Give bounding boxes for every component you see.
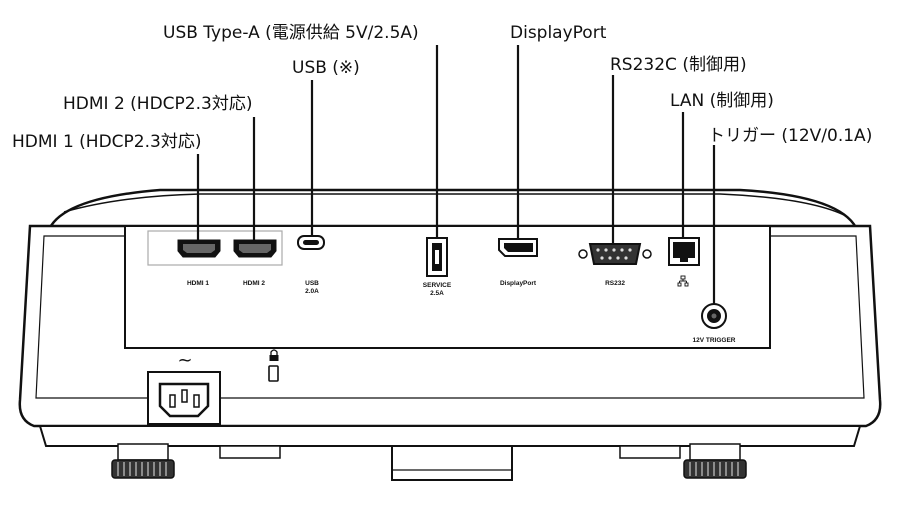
callout-displayport: DisplayPort <box>510 23 607 43</box>
callout-trigger: トリガー (12V/0.1A) <box>708 126 872 146</box>
ac-symbol: ~ <box>177 350 192 371</box>
hdmi2-panel-label: HDMI 2 <box>243 280 265 287</box>
callout-hdmi2: HDMI 2 (HDCP2.3対応) <box>63 94 252 114</box>
security-slot[interactable] <box>268 365 279 382</box>
hdmi1-panel-label: HDMI 1 <box>187 280 209 287</box>
lan-port[interactable] <box>668 237 700 266</box>
callout-usb-type-a: USB Type-A (電源供給 5V/2.5A) <box>163 23 419 43</box>
usb-port[interactable] <box>297 235 325 250</box>
ac-power-inlet-icon[interactable] <box>147 371 221 425</box>
network-icon <box>677 275 689 287</box>
service-panel-label-line2: 2.5A <box>430 290 444 297</box>
left-foot <box>111 443 175 479</box>
service-panel-label-line1: SERVICE <box>423 282 452 289</box>
trigger-jack[interactable] <box>701 303 727 329</box>
callout-hdmi1: HDMI 1 (HDCP2.3対応) <box>12 132 201 152</box>
rs232-panel-label: RS232 <box>605 280 625 287</box>
callout-usb: USB (※) <box>292 58 360 78</box>
kensington-lock-icon <box>269 349 279 361</box>
hdmi1-port[interactable] <box>177 239 221 258</box>
callout-lan: LAN (制御用) <box>670 91 774 111</box>
usb-panel-label-line2: 2.0A <box>305 288 319 295</box>
service-usb-a-port[interactable] <box>426 237 448 277</box>
displayport-panel-label: DisplayPort <box>500 280 537 287</box>
usb-panel-label-line1: USB <box>305 280 319 287</box>
leader-lines <box>196 45 716 304</box>
right-foot <box>683 443 747 479</box>
callout-rs232c: RS232C (制御用) <box>610 55 747 75</box>
hdmi2-port[interactable] <box>233 239 277 258</box>
rs232-port[interactable] <box>578 243 652 265</box>
displayport-port[interactable] <box>498 238 538 257</box>
trigger-panel-label: 12V TRIGGER <box>693 337 736 344</box>
